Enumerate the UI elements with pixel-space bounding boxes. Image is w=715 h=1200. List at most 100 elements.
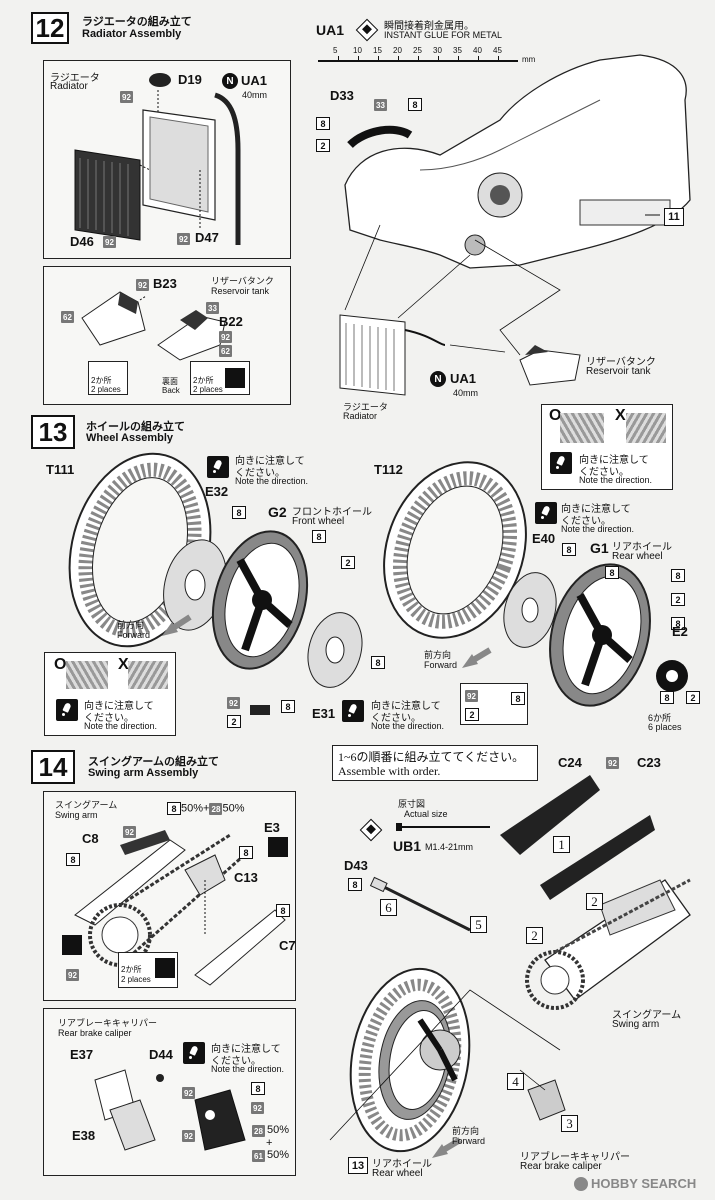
ref-step-11: 11 [664,208,684,226]
scale-tick-label: 5 [333,46,338,55]
forward-en: Forward [424,660,458,670]
badge-28: 28 [209,803,223,815]
part-d46: D46 [70,234,94,249]
order-step-6: 6 [380,899,397,916]
watermark-logo-icon [574,1176,588,1191]
scale-tick-label: 25 [413,46,422,55]
step-14-title-jp: スイングアームの組み立て [88,756,220,768]
note-jp: 向きに注意して [579,455,649,466]
badge-8: 8 [167,802,181,815]
badge-8: 8 [281,700,295,713]
badge-92: 92 [251,1102,264,1114]
front-wheel-en: Front wheel [292,516,345,527]
caution-icon [550,452,572,474]
part-t111: T111 [46,462,75,477]
reservoir-inset-label-en: Reservoir tank [211,286,270,296]
badge-92: 92 [136,279,149,291]
badge-62: 62 [61,311,74,323]
n-icon: N [430,371,446,387]
badge-8: 8 [371,656,385,669]
step-13-title-jp: ホイールの組み立て [86,421,185,433]
part-g1: G1 [590,540,609,556]
caliper-en: Rear brake caliper [520,1161,602,1172]
badge-92: 92 [177,233,190,245]
front-wheel-jp: フロントホイール [292,507,372,518]
caution-icon [342,700,364,722]
order-step-1: 1 [553,836,570,853]
scale-tick [358,56,359,61]
order-note-jp: 1~6の順番に組み立ててください。 [338,750,525,764]
badge-2: 2 [316,139,330,152]
rear-wheel-jp: リアホイール [612,542,672,553]
part-ua1: UA1 [241,73,268,88]
forward-en: Forward [117,630,151,640]
step-12-title-en: Radiator Assembly [82,28,182,40]
note-en: Note the direction. [561,524,635,534]
scale-tick-label: 30 [433,46,442,55]
forward-jp: 前方向 [452,1126,480,1136]
badge-8: 8 [605,566,619,579]
part-ub1: UB1 [393,838,422,854]
ok-tread-sample [560,413,604,443]
radiator-inset-label-jp: ラジエータ [50,73,100,84]
note-jp-2: ください。 [235,468,285,479]
caliper-plus: + [266,1137,273,1149]
part-g2: G2 [268,504,287,520]
order-step-2: 2 [586,893,603,910]
two-places-en-2: 2 places [193,385,223,394]
order-step-3: 3 [561,1115,578,1132]
order-step-4: 4 [507,1073,524,1090]
badge-92: 92 [120,91,133,103]
note-jp: 向きに注意して [371,701,441,712]
scale-tick-label: 35 [453,46,462,55]
part-d44: D44 [149,1047,173,1062]
scale-tick [418,56,419,61]
badge-33: 33 [206,302,219,314]
note-jp-2: ください。 [371,713,421,724]
step-14-number: 14 [31,750,75,784]
scale-tick [458,56,459,61]
assembly-icon [62,935,82,955]
note-jp: 向きに注意して [561,504,631,515]
badge-8: 8 [562,543,576,556]
scale-tick-label: 20 [393,46,402,55]
six-places-en: 6 places [648,722,682,732]
back-label-en: Back [162,386,180,395]
part-c7: C7 [279,938,296,953]
scale-tick [398,56,399,61]
rear-wheel-en: Rear wheel [612,551,663,562]
part-e2: E2 [672,624,688,639]
ua1-length: 40mm [242,90,268,100]
reservoir-label-en: Reservoir tank [586,366,651,377]
swing-inset-label-en: Swing arm [55,810,98,820]
badge-8: 8 [511,692,525,705]
badge-92: 92 [66,969,79,981]
note-en: Note the direction. [84,721,158,731]
forward-jp: 前方向 [117,620,145,630]
radiator-label-jp: ラジエータ [343,402,388,412]
part-c13: C13 [234,870,258,885]
mix-pct-b: 50% [222,802,245,815]
assembly-icon [225,368,245,388]
order-note-en: Assemble with order. [338,764,441,778]
caution-icon [207,456,229,478]
note-en: Note the direction. [371,721,445,731]
badge-8: 8 [671,617,685,630]
caution-icon [535,502,557,524]
watermark-text: HOBBY SEARCH [591,1176,697,1191]
mix-pct-a: 50% [181,802,204,815]
badge-92: 92 [123,826,136,838]
actual-size-jp: 原寸図 [398,799,426,809]
note-jp: 向きに注意して [84,701,154,712]
note-jp-2: ください。 [579,467,629,478]
scale-tick-label: 45 [493,46,502,55]
note-en: Note the direction. [579,475,653,485]
ok-mark: O [54,656,67,673]
badge-92: 92 [182,1087,195,1099]
part-t112: T112 [374,462,403,477]
note-en: Note the direction. [235,476,309,486]
part-d47: D47 [195,230,219,245]
